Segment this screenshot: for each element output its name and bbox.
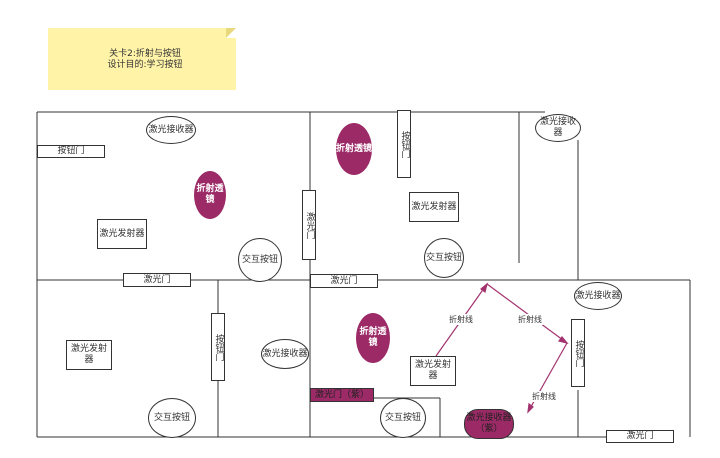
button-door: 按钮门 [37,145,105,158]
sticky-note-fold [226,28,236,38]
button-door: 按钮门 [211,313,225,381]
sticky-note [48,28,236,90]
laser-receiver: 激光接收器 [261,339,309,369]
laser-receiver: 激光接收器 [535,114,581,142]
laser-door: 激光门 [606,430,674,443]
beam-line [486,283,568,344]
note-subtitle: 设计目的:学习按钮 [107,60,183,70]
laser-door: 激光门 [310,274,378,288]
interaction-button: 交互按钮 [238,238,282,282]
laser-door-purple: 激光门（紫） [310,388,374,402]
beam-arrowhead [527,402,534,414]
refraction-lens: 折射透镜 [194,171,226,219]
note-title: 关卡2:折射与按钮 [109,49,181,59]
button-door: 按钮门 [571,319,585,387]
beam-arrowhead [480,282,489,294]
interaction-button: 交互按钮 [424,238,464,278]
laser-emitter: 激光发射器 [97,219,147,249]
laser-emitter: 激光发射器 [409,192,459,222]
note-text: 关卡2:折射与按钮 设计目的:学习按钮 [100,49,190,71]
laser-emitter: 激光发射器 [410,356,456,386]
interaction-button: 交互按钮 [148,398,196,438]
beam-label: 折射线 [531,391,557,402]
laser-receiver: 激光接收器 [574,282,622,310]
laser-door: 激光门 [123,273,191,287]
beam-arrowhead [557,336,569,345]
laser-emitter: 激光发射器 [66,340,112,370]
laser-receiver-purple: 激光接收器（紫） [464,409,514,439]
laser-door: 激光门 [302,190,316,260]
interaction-button: 交互按钮 [380,398,426,438]
laser-receiver: 激光接收器 [146,116,196,144]
refraction-lens: 折射透镜 [356,313,390,363]
button-door: 按钮门 [397,110,411,178]
beam-label: 折射线 [517,314,543,325]
refraction-lens: 折射透镜 [336,123,372,175]
beam-label: 折射线 [448,314,474,325]
